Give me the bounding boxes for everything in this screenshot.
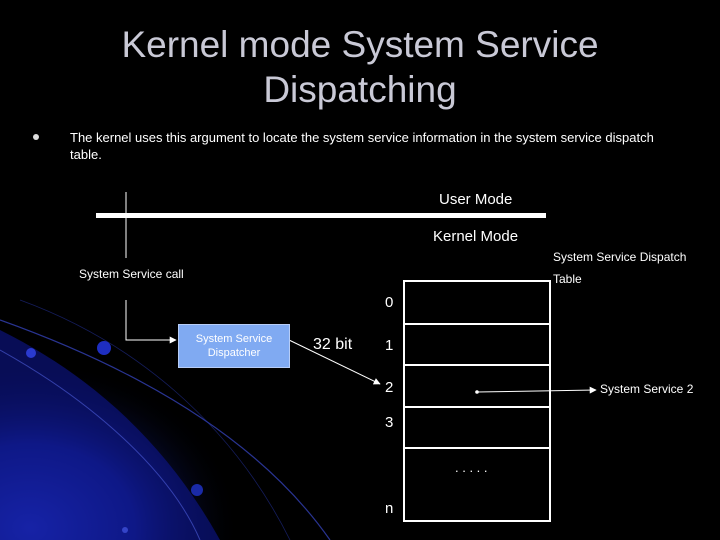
table-row-index: 2 xyxy=(385,379,394,396)
title-line-2: Dispatching xyxy=(263,69,457,110)
pointer-dot xyxy=(475,390,479,394)
bullet-dot-icon xyxy=(33,134,39,140)
table-title-line-1: System Service Dispatch xyxy=(553,250,687,264)
system-service-call-label: System Service call xyxy=(79,267,184,281)
user-mode-label: User Mode xyxy=(439,191,513,208)
call-to-dispatcher-arrow xyxy=(125,300,177,344)
dispatch-table xyxy=(403,280,551,522)
dispatcher-to-table-arrow xyxy=(288,339,381,385)
table-row-divider xyxy=(405,447,549,449)
bit-label: 32 bit xyxy=(313,336,353,353)
kernel-mode-label: Kernel Mode xyxy=(433,228,519,245)
table-row-divider xyxy=(405,364,549,366)
table-to-service-arrow xyxy=(476,386,597,394)
table-row-index: n xyxy=(385,500,394,517)
dispatcher-label: System Service Dispatcher xyxy=(195,333,273,359)
system-service-2-label: System Service 2 xyxy=(600,382,694,396)
slide-title: Kernel mode System Service Dispatching xyxy=(0,22,720,112)
table-row-divider xyxy=(405,406,549,408)
bullet-text: The kernel uses this argument to locate … xyxy=(70,130,654,162)
system-service-dispatcher: System Service Dispatcher xyxy=(178,324,290,368)
table-row-index: 3 xyxy=(385,414,394,431)
table-row-divider xyxy=(405,323,549,325)
table-row-index: 0 xyxy=(385,294,394,311)
table-title-line-2: Table xyxy=(553,272,582,286)
table-row-index: 1 xyxy=(385,337,394,354)
table-ellipsis: . . . . . xyxy=(455,460,488,475)
title-line-1: Kernel mode System Service xyxy=(121,24,599,65)
mode-divider xyxy=(96,213,546,218)
